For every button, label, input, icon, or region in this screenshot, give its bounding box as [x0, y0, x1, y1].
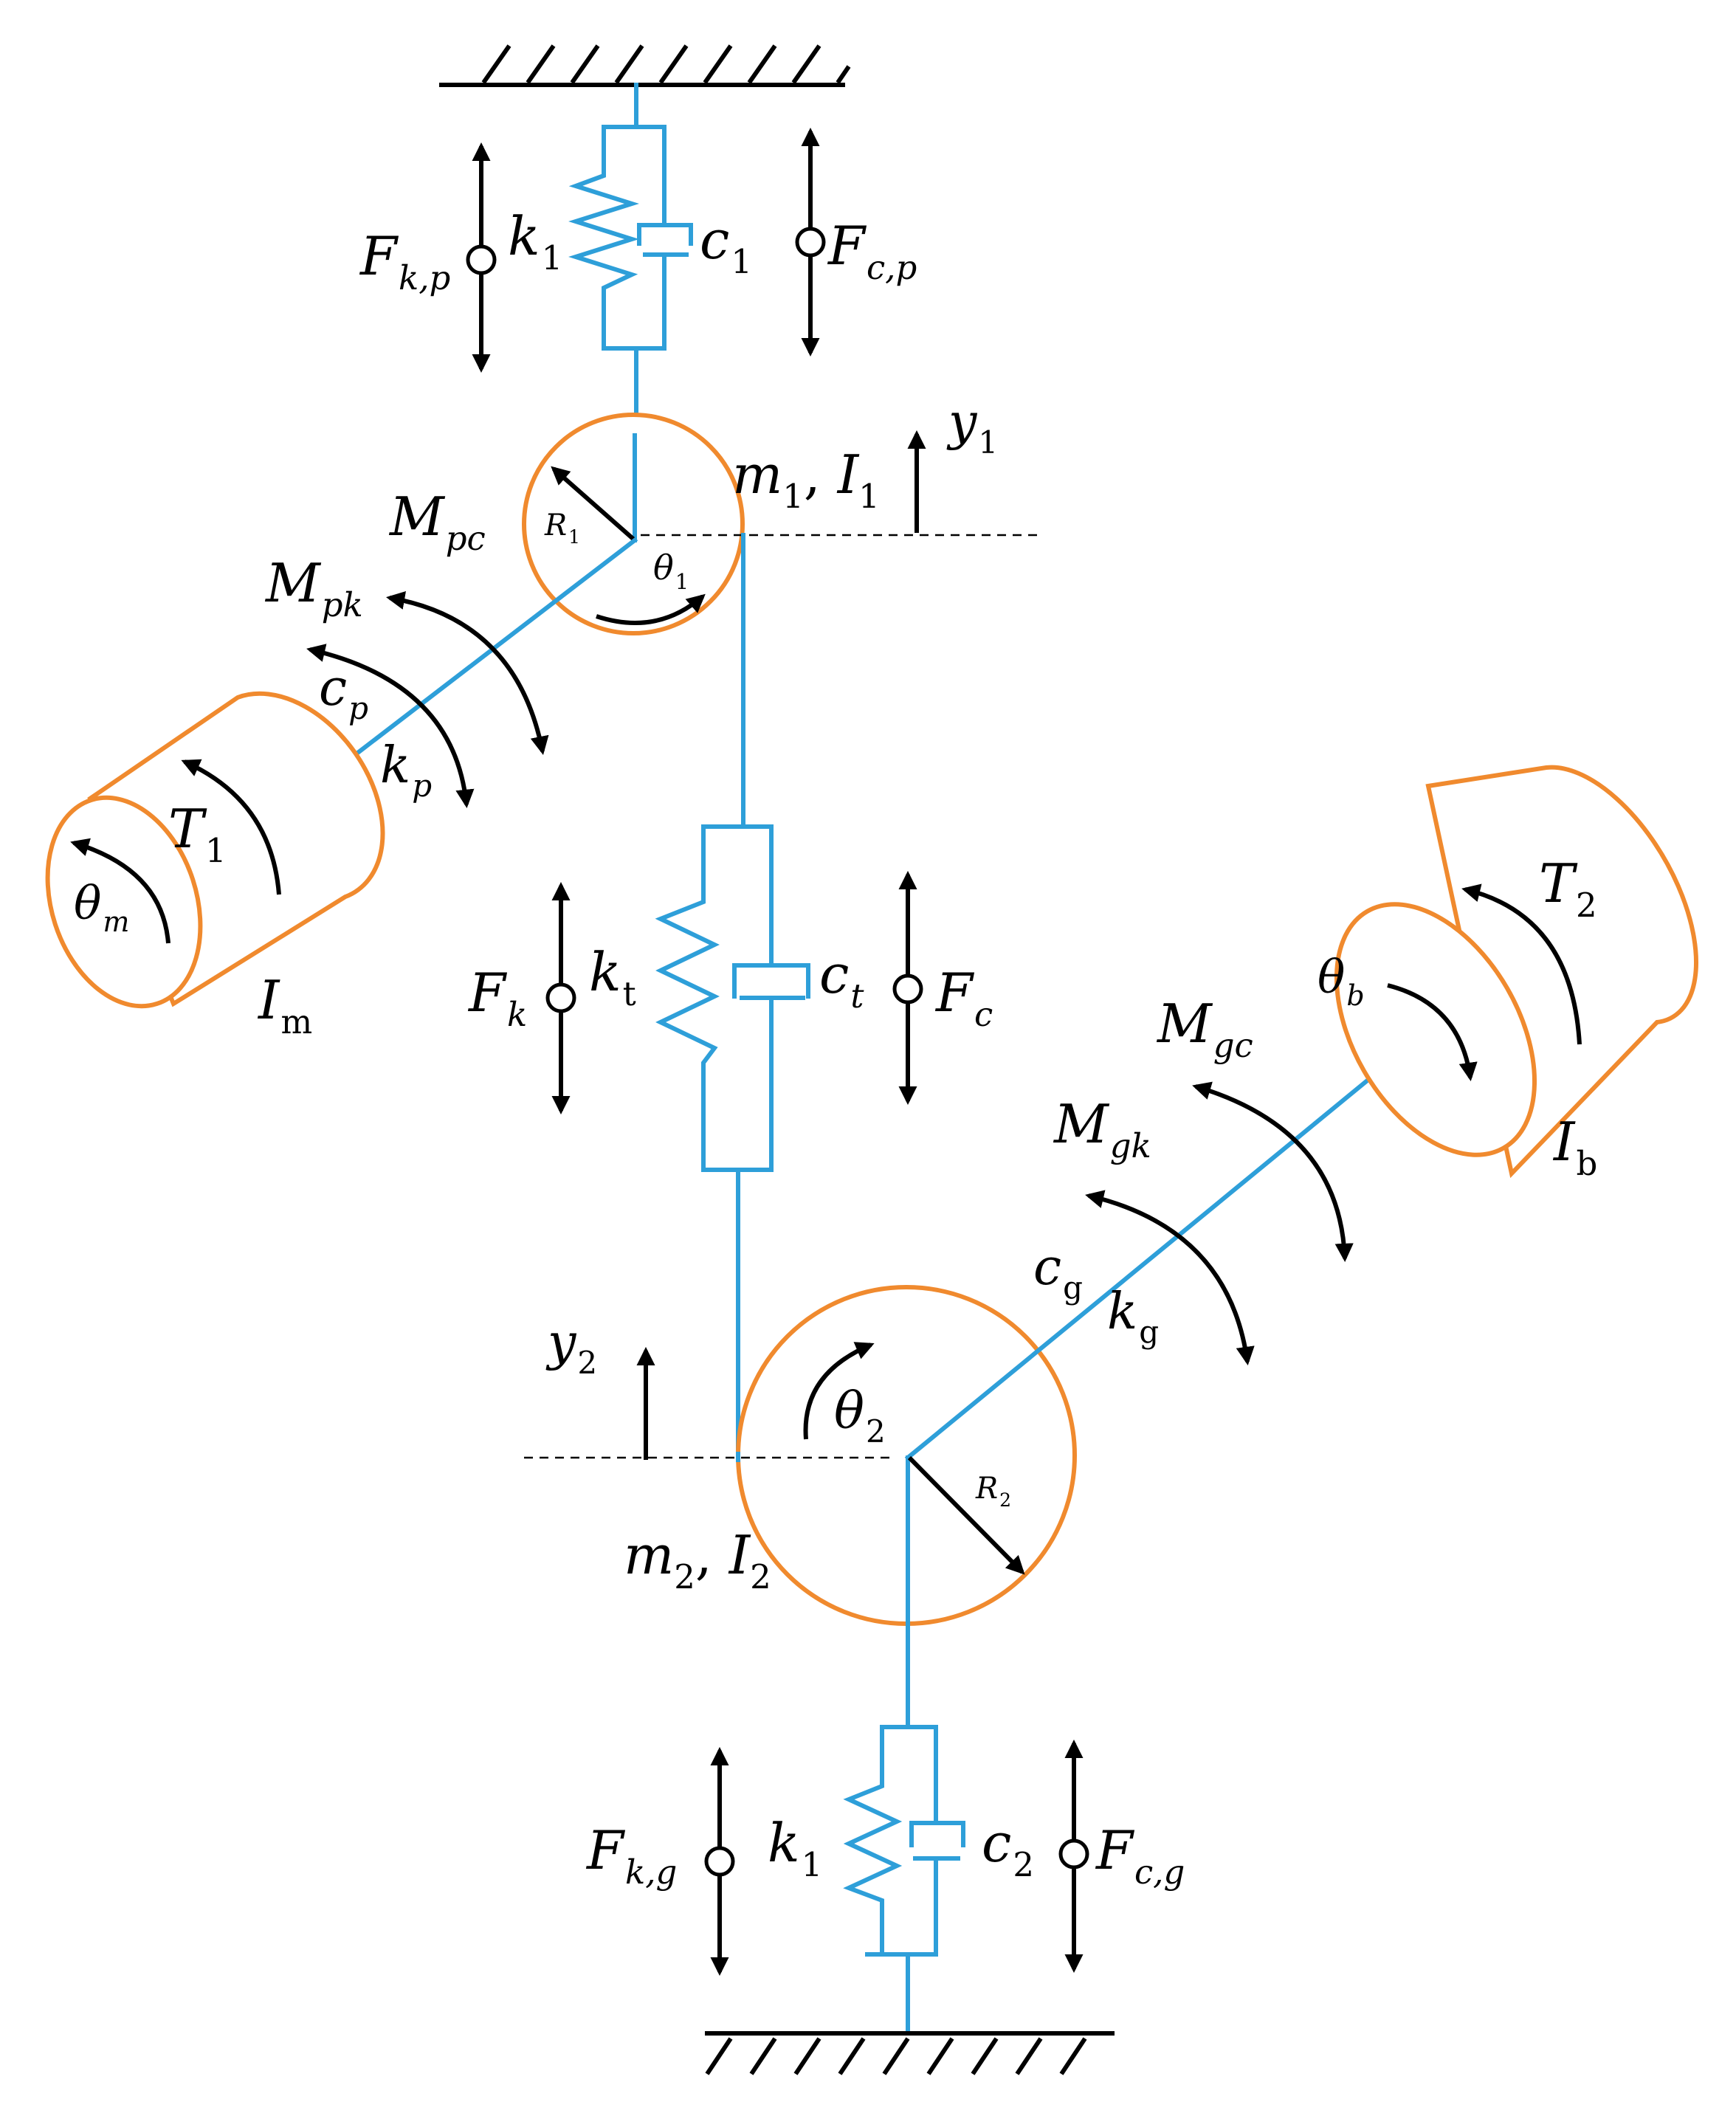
- label-m-gk: Mgk: [1053, 1093, 1151, 1165]
- label-c-p: cp: [319, 659, 368, 726]
- mpc-arrow: [386, 591, 549, 755]
- force-fk-symbol: [545, 881, 576, 1115]
- label-theta2: θ2: [834, 1382, 886, 1450]
- t2-arrow: [1461, 883, 1582, 1045]
- mgk-arrow: [1085, 1190, 1255, 1365]
- radius-r2-arrow: [907, 1455, 1025, 1575]
- label-k1-top: k1: [508, 205, 562, 278]
- top-spring-damper: [568, 83, 693, 534]
- label-c-g: cg: [1033, 1238, 1083, 1306]
- label-i-m: Im: [257, 969, 312, 1041]
- motor-shaft: [330, 537, 638, 775]
- force-fcg-symbol: [1058, 1739, 1089, 1974]
- label-c2: c2: [982, 1812, 1034, 1884]
- label-k1-bot: k1: [768, 1812, 822, 1884]
- t1-arrow: [181, 759, 281, 895]
- label-m-pc: Mpc: [388, 486, 486, 558]
- load-inertia: [1334, 765, 1698, 1179]
- mpk-arrow: [306, 644, 475, 809]
- force-fkp-symbol: [466, 142, 497, 373]
- label-k-t: kt: [589, 941, 636, 1013]
- label-f-kg: Fk,g: [585, 1819, 677, 1892]
- label-f-cg: Fc,g: [1095, 1819, 1185, 1892]
- label-m2i2: m2, I2: [624, 1524, 771, 1596]
- label-m-gc: Mgc: [1156, 993, 1253, 1065]
- radius-r1-arrow: [551, 466, 636, 542]
- force-fcp-symbol: [795, 127, 826, 357]
- bottom-spring-damper: [843, 1725, 965, 2032]
- label-t1: T1: [168, 798, 227, 870]
- label-r2: R2: [975, 1472, 1011, 1511]
- theta-m-arrow: [70, 838, 170, 944]
- theta2-arrow: [803, 1342, 875, 1440]
- label-f-kp: Fk,p: [359, 225, 450, 297]
- label-t2: T2: [1539, 852, 1597, 925]
- label-f-c: Fc: [934, 962, 993, 1034]
- label-c1: c1: [700, 209, 752, 281]
- label-i-b: Ib: [1552, 1111, 1597, 1183]
- label-theta1: θ1: [653, 548, 689, 594]
- theta-b-arrow: [1387, 983, 1478, 1081]
- label-f-k: Fk: [467, 962, 527, 1034]
- label-r1: R1: [544, 509, 580, 548]
- force-fkg-symbol: [704, 1746, 735, 1977]
- mgc-arrow: [1192, 1081, 1354, 1263]
- mesh-spring-damper: [655, 824, 810, 1456]
- label-k-p: kp: [380, 737, 432, 804]
- label-y1: y1: [946, 393, 998, 461]
- label-theta-m: θm: [74, 876, 129, 938]
- label-f-cp: Fc,p: [827, 215, 917, 287]
- bottom-ground: [705, 2031, 1115, 2075]
- top-ground: [439, 44, 851, 87]
- label-c-t: ct: [819, 943, 864, 1016]
- force-fc-symbol: [892, 870, 923, 1106]
- load-shaft: [904, 1048, 1406, 1461]
- label-k-g: kg: [1107, 1283, 1159, 1350]
- label-m-pk: Mpk: [264, 552, 363, 624]
- label-y2: y2: [545, 1314, 597, 1381]
- label-m1i1: m1, I1: [732, 444, 880, 516]
- label-theta-b: θb: [1318, 950, 1365, 1012]
- theta1-arrow: [596, 593, 706, 625]
